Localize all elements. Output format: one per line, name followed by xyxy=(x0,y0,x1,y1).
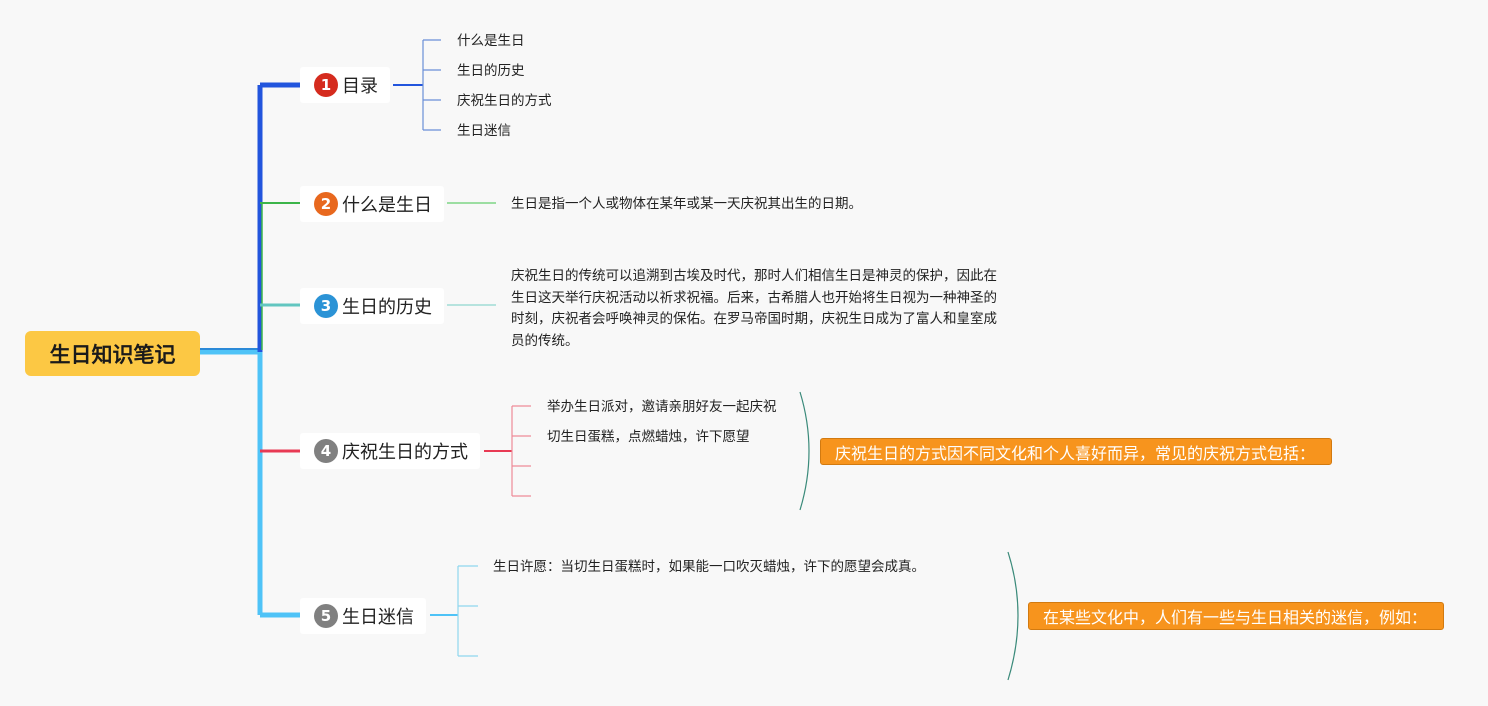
branch-what-is-birthday[interactable]: 2 什么是生日 xyxy=(300,186,444,222)
number-2-icon: 2 xyxy=(314,192,338,216)
branch-superstitions[interactable]: 5 生日迷信 xyxy=(300,598,426,634)
celebration-leaf[interactable]: 举办生日派对，邀请亲朋好友一起庆祝 xyxy=(547,399,777,415)
toc-leaf[interactable]: 生日迷信 xyxy=(457,123,511,139)
root-topic[interactable]: 生日知识笔记 xyxy=(25,331,200,376)
definition-text[interactable]: 生日是指一个人或物体在某年或某一天庆祝其出生的日期。 xyxy=(511,196,862,212)
number-4-icon: 4 xyxy=(314,439,338,463)
number-5-icon: 5 xyxy=(314,604,338,628)
toc-leaf[interactable]: 什么是生日 xyxy=(457,33,525,49)
celebration-summary[interactable]: 庆祝生日的方式因不同文化和个人喜好而异，常见的庆祝方式包括： xyxy=(820,438,1332,465)
number-1-icon: 1 xyxy=(314,73,338,97)
branch-ways-to-celebrate[interactable]: 4 庆祝生日的方式 xyxy=(300,433,480,469)
number-3-icon: 3 xyxy=(314,294,338,318)
branch-label: 生日的历史 xyxy=(342,297,432,318)
branch-toc[interactable]: 1 目录 xyxy=(300,67,390,103)
branch-label: 庆祝生日的方式 xyxy=(342,442,468,463)
history-text[interactable]: 庆祝生日的传统可以追溯到古埃及时代，那时人们相信生日是神灵的保护，因此在生日这天… xyxy=(511,268,997,349)
branch-history[interactable]: 3 生日的历史 xyxy=(300,288,444,324)
branch-label: 目录 xyxy=(342,76,378,97)
superstition-summary[interactable]: 在某些文化中，人们有一些与生日相关的迷信，例如： xyxy=(1028,602,1444,630)
superstition-leaf[interactable]: 生日许愿：当切生日蛋糕时，如果能一口吹灭蜡烛，许下的愿望会成真。 xyxy=(493,559,925,575)
celebration-leaf[interactable]: 切生日蛋糕，点燃蜡烛，许下愿望 xyxy=(547,429,750,445)
toc-leaf[interactable]: 庆祝生日的方式 xyxy=(457,93,552,109)
branch-label: 什么是生日 xyxy=(342,195,432,216)
toc-leaf[interactable]: 生日的历史 xyxy=(457,63,525,79)
branch-label: 生日迷信 xyxy=(342,607,414,628)
